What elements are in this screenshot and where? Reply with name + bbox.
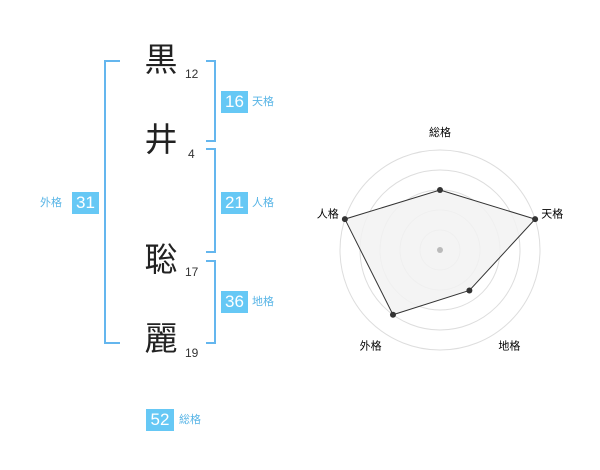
- stroke-count-1: 12: [185, 67, 199, 81]
- radar-center-dot: [437, 247, 443, 253]
- radar-point-1: [437, 187, 443, 193]
- stroke-count-3: 17: [185, 265, 199, 279]
- soukaku-value: 52: [146, 409, 174, 431]
- radar-axis-label: 外格: [360, 338, 382, 352]
- radar-grid-ring: [339, 149, 541, 351]
- name-char-1: 黒: [144, 40, 178, 79]
- radar-point-3: [466, 287, 473, 294]
- name-char-3: 聡: [144, 240, 178, 279]
- stroke-count-2: 4: [188, 147, 195, 161]
- jinkaku-bracket: [206, 148, 216, 253]
- name-char-2: 井: [144, 120, 178, 159]
- stroke-count-4: 19: [185, 346, 199, 360]
- radar-point-2: [532, 216, 539, 223]
- jinkaku-label: 人格: [252, 196, 274, 209]
- gaikaku-label: 外格: [40, 196, 62, 209]
- radar-axis-label: 人格: [317, 207, 339, 221]
- name-char-4: 麗: [144, 319, 178, 358]
- gaikaku-value: 31: [72, 192, 99, 214]
- gaikaku-bracket: [104, 60, 120, 344]
- jinkaku-value: 21: [221, 192, 248, 214]
- chikaku-bracket: [206, 260, 216, 344]
- radar-axis-label: 地格: [498, 338, 520, 352]
- radar-point-5: [341, 216, 348, 223]
- tenkaku-value: 16: [221, 91, 248, 113]
- radar-axis-label: 総格: [429, 125, 451, 139]
- radar-point-4: [389, 311, 396, 318]
- tenkaku-bracket: [206, 60, 216, 142]
- tenkaku-label: 天格: [252, 95, 274, 108]
- chikaku-value: 36: [221, 291, 248, 313]
- chikaku-label: 地格: [252, 295, 274, 308]
- soukaku-label: 総格: [179, 413, 201, 426]
- radar-axis-label: 天格: [541, 207, 563, 221]
